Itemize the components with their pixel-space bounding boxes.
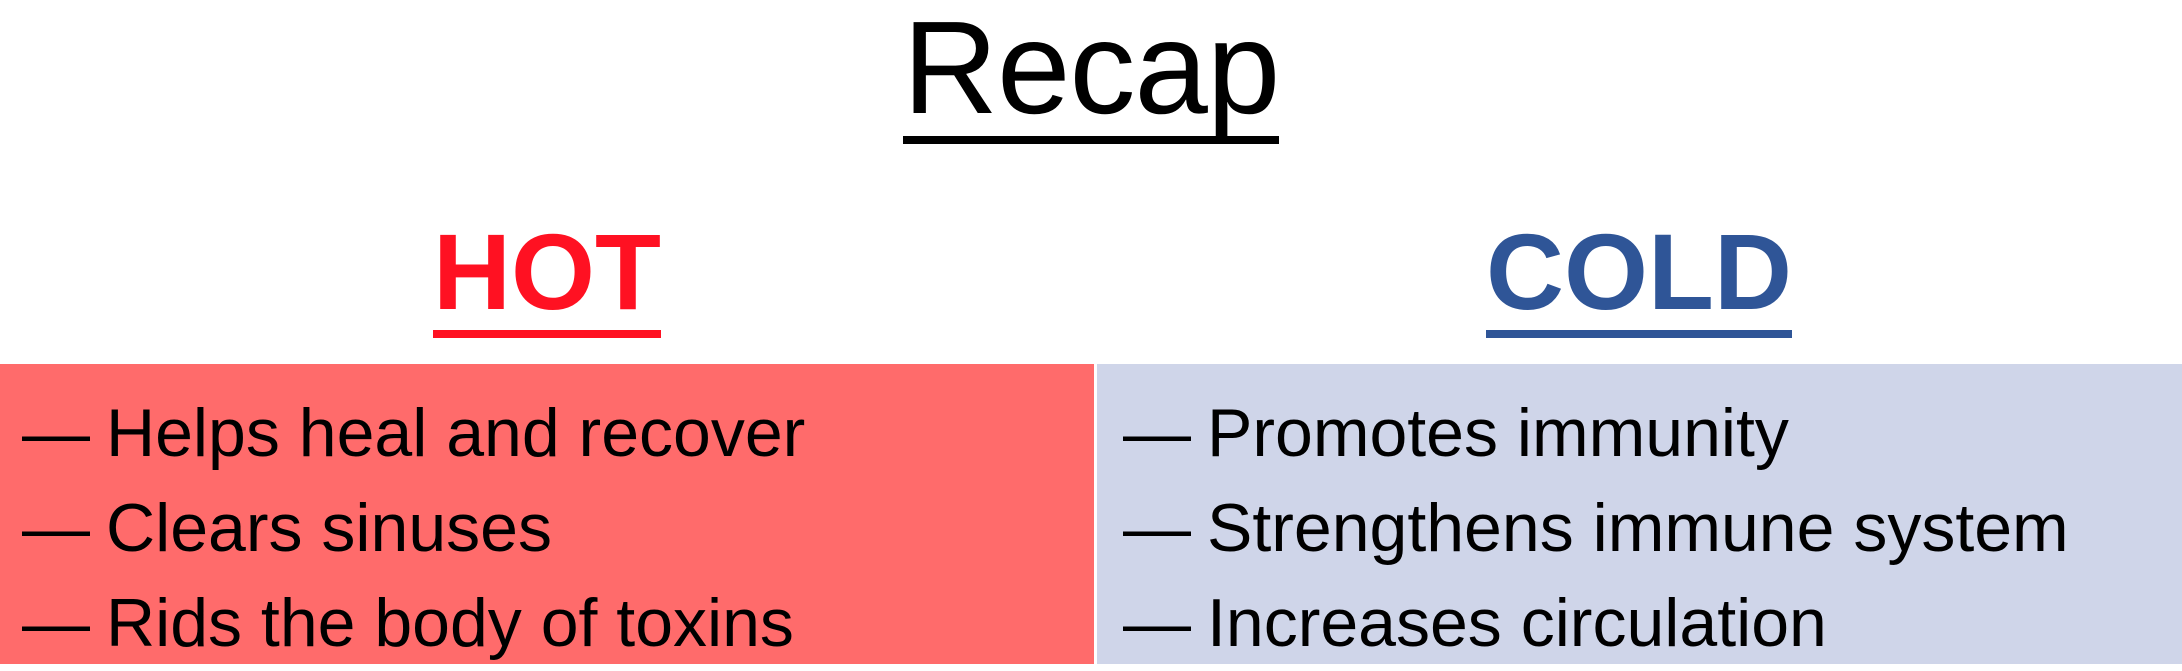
- hot-list-item: —Rids the body of toxins: [22, 576, 1094, 671]
- cold-panel: —Promotes immunity —Strengthens immune s…: [1097, 364, 2182, 664]
- slide-title-container: Recap: [0, 0, 2182, 144]
- cold-item-text: Strengthens immune system: [1207, 490, 2069, 566]
- cold-item-text: Promotes immunity: [1207, 395, 1789, 471]
- cold-item-text: Increases circulation: [1207, 585, 1827, 661]
- hot-list-item: —Helps heal and recover: [22, 386, 1094, 481]
- cold-heading: COLD: [1486, 218, 1792, 338]
- dash-bullet: —: [1123, 490, 1191, 566]
- cold-heading-container: COLD: [1096, 218, 2182, 338]
- hot-item-text: Helps heal and recover: [106, 395, 806, 471]
- hot-heading: HOT: [433, 218, 661, 338]
- dash-bullet: —: [22, 490, 90, 566]
- cold-list-item: —Promotes immunity: [1123, 386, 2182, 481]
- dash-bullet: —: [1123, 585, 1191, 661]
- dash-bullet: —: [22, 395, 90, 471]
- dash-bullet: —: [1123, 395, 1191, 471]
- hot-item-text: Rids the body of toxins: [106, 585, 794, 661]
- hot-list-item: —Clears sinuses: [22, 481, 1094, 576]
- hot-item-text: Clears sinuses: [106, 490, 552, 566]
- cold-list-item: —Increases circulation: [1123, 576, 2182, 671]
- dash-bullet: —: [22, 585, 90, 661]
- cold-list-item: —Strengthens immune system: [1123, 481, 2182, 576]
- slide-title: Recap: [902, 0, 1280, 144]
- hot-panel: —Helps heal and recover —Clears sinuses …: [0, 364, 1094, 664]
- hot-heading-container: HOT: [0, 218, 1094, 338]
